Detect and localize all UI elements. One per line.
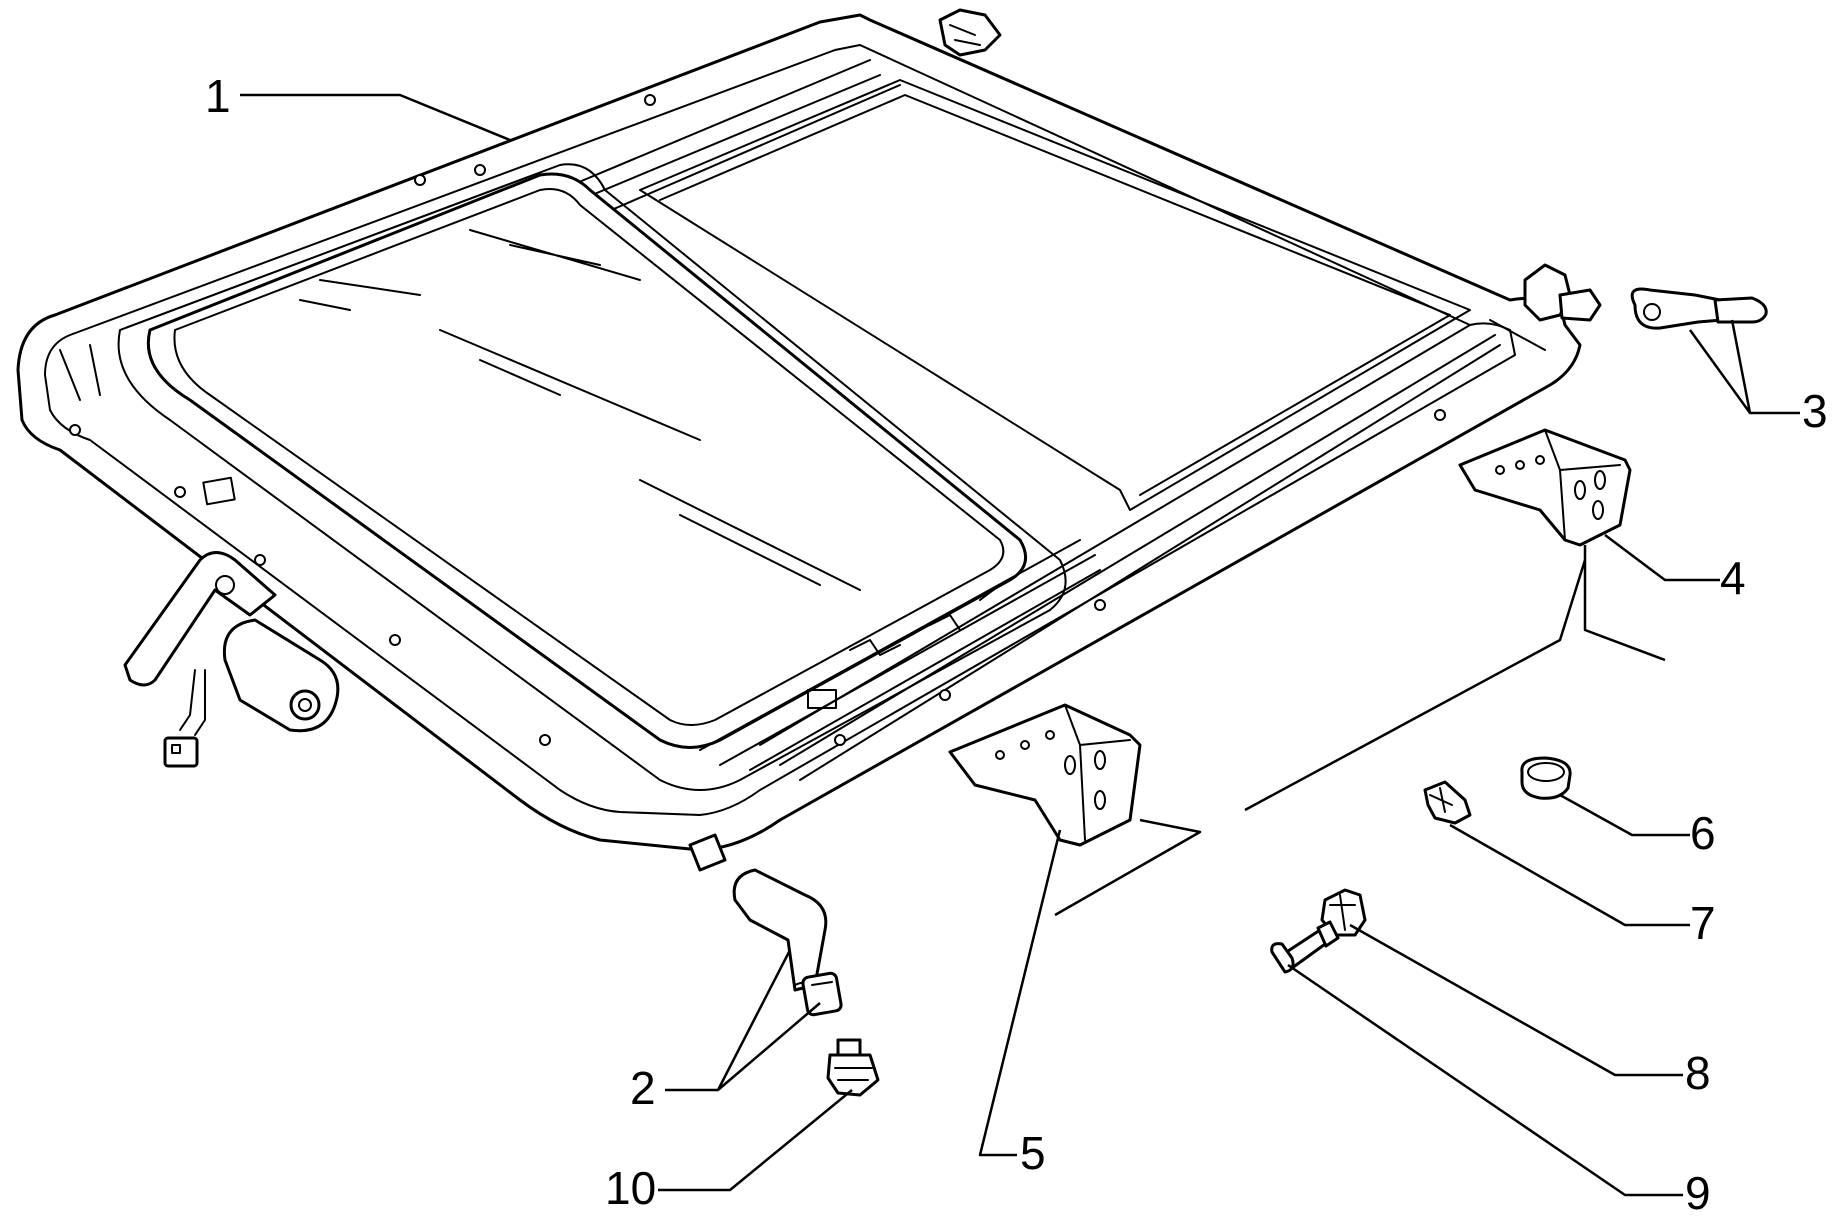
callout-4: 4 xyxy=(1720,552,1746,604)
callout-3: 3 xyxy=(1802,385,1828,437)
screw-part-10 xyxy=(826,1038,880,1097)
callout-9: 9 xyxy=(1685,1167,1711,1219)
bracket-part-5 xyxy=(948,703,1142,847)
callout-1: 1 xyxy=(205,70,231,122)
sunroof-motor xyxy=(123,551,340,768)
clip-part-8 xyxy=(1320,888,1367,937)
bolt-part-9 xyxy=(1270,920,1340,974)
callout-10: 10 xyxy=(605,1162,657,1214)
leader-lines xyxy=(240,93,1800,1197)
rear-drain-hose xyxy=(1630,287,1768,330)
front-drain-hose xyxy=(732,868,843,1017)
bracket-part-4 xyxy=(1458,428,1632,547)
callout-5: 5 xyxy=(1020,1127,1046,1179)
callout-8: 8 xyxy=(1685,1047,1711,1099)
clip-part-7 xyxy=(1423,780,1472,825)
nut-part-6 xyxy=(1520,756,1572,800)
callout-6: 6 xyxy=(1690,807,1716,859)
callout-7: 7 xyxy=(1690,897,1716,949)
callout-2: 2 xyxy=(630,1062,656,1114)
sunroof-frame xyxy=(16,8,1602,872)
